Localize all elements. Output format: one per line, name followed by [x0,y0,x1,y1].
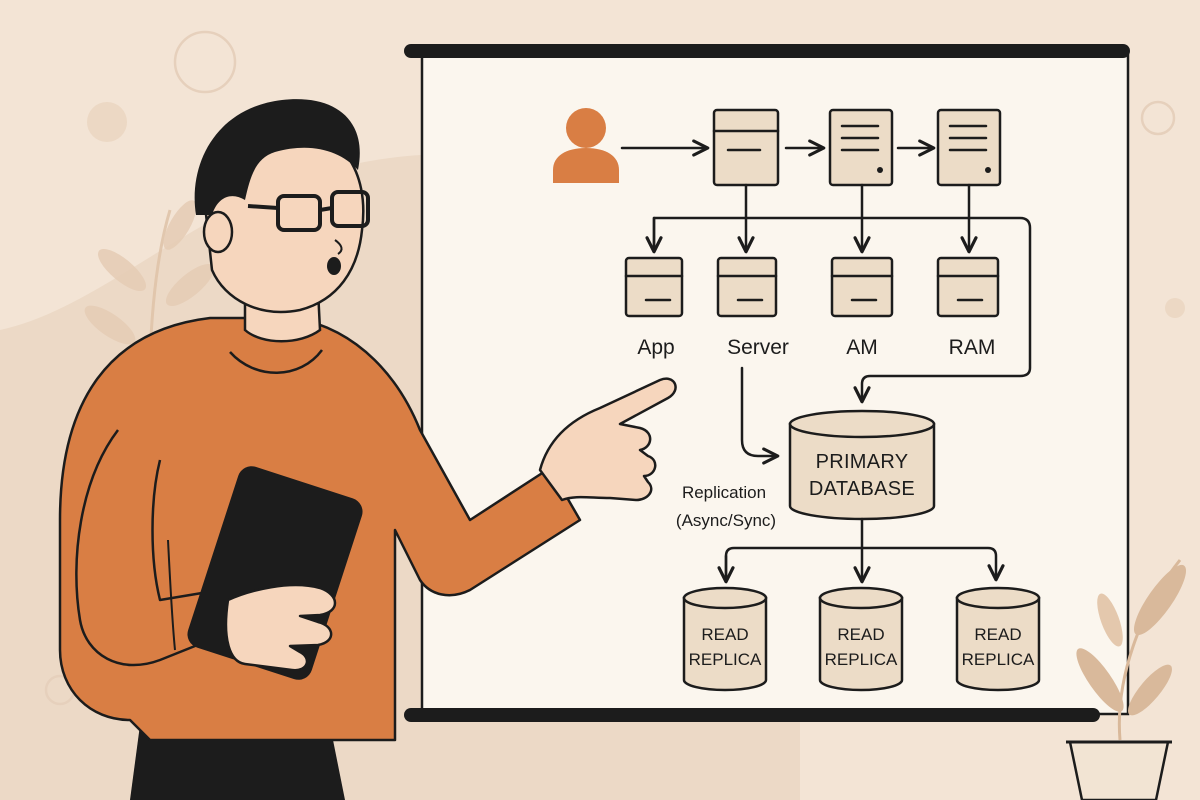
service-server: Server [716,256,789,359]
read-replica: READ REPLICA [682,586,768,692]
presenter-person [58,99,677,800]
replication-note: (Async/Sync) [676,511,776,530]
service-ram: RAM [936,256,1000,359]
read-replica-label: REPLICA [962,650,1035,669]
read-replica-label: READ [974,625,1021,644]
read-replica-label: REPLICA [689,650,762,669]
server-module-icon [830,256,894,318]
server-module-icon [624,256,684,318]
server-module-icon [936,256,1000,318]
service-label: Server [727,336,789,359]
potted-plant-icon [1066,559,1187,800]
server-icon [828,108,894,187]
primary-database-label: DATABASE [809,478,915,500]
server-icon [936,108,1002,187]
service-label: AM [846,336,878,359]
service-label: App [637,336,674,359]
server-icon [712,108,780,187]
leaf-decoration-icon [84,200,215,361]
replication-note: Replication [682,483,766,502]
glasses-icon [247,190,370,232]
read-replica-label: READ [701,625,748,644]
connector-server-to-db [740,366,780,465]
read-replica-label: REPLICA [825,650,898,669]
service-label: RAM [949,336,996,359]
read-replica: READ REPLICA [818,586,904,692]
service-am: AM [830,256,894,359]
primary-database: PRIMARY DATABASE [788,409,936,521]
architecture-diagram: App Server AM RAM [553,108,1041,692]
user-icon [553,108,619,183]
connector-bus [652,216,1032,404]
primary-database-label: PRIMARY [816,451,909,473]
read-replica: READ REPLICA [955,586,1041,692]
service-app: App [624,256,684,359]
read-replica-label: READ [837,625,884,644]
server-module-icon [716,256,778,318]
